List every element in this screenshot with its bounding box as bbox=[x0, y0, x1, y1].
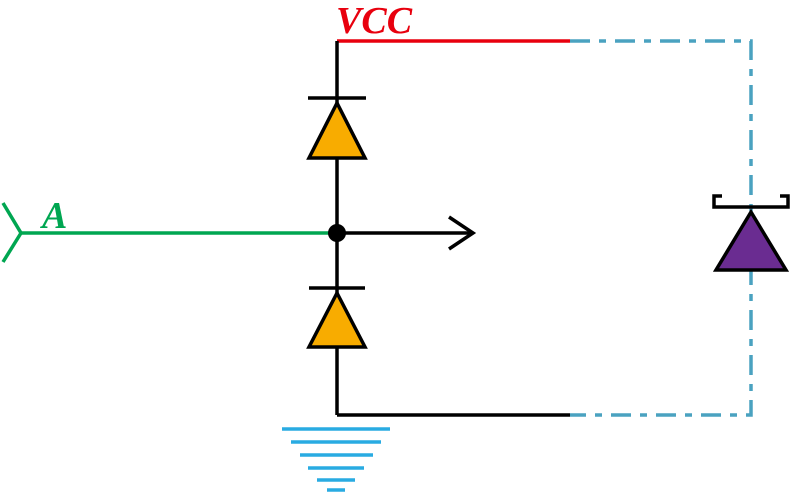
output-arrow bbox=[345, 215, 477, 251]
vcc-label: VCC bbox=[336, 0, 413, 42]
input-wire-group bbox=[1, 202, 337, 263]
black-wires bbox=[306, 41, 790, 417]
bottom-clamp-diode bbox=[306, 286, 368, 349]
top-clamp-diode bbox=[306, 96, 368, 160]
schottky-diode bbox=[712, 194, 790, 272]
equivalent-branch-dashed-wire bbox=[570, 39, 753, 417]
output-arrowhead bbox=[448, 215, 477, 251]
junction-dot bbox=[328, 224, 346, 242]
bottom-diode-triangle bbox=[306, 289, 368, 349]
input-label: A bbox=[40, 195, 67, 237]
ground-symbol bbox=[282, 427, 390, 492]
top-diode-triangle bbox=[306, 99, 368, 160]
schottky-cathode-bar bbox=[712, 194, 790, 209]
schottky-triangle bbox=[712, 208, 790, 272]
input-terminal-chevron bbox=[1, 202, 24, 263]
